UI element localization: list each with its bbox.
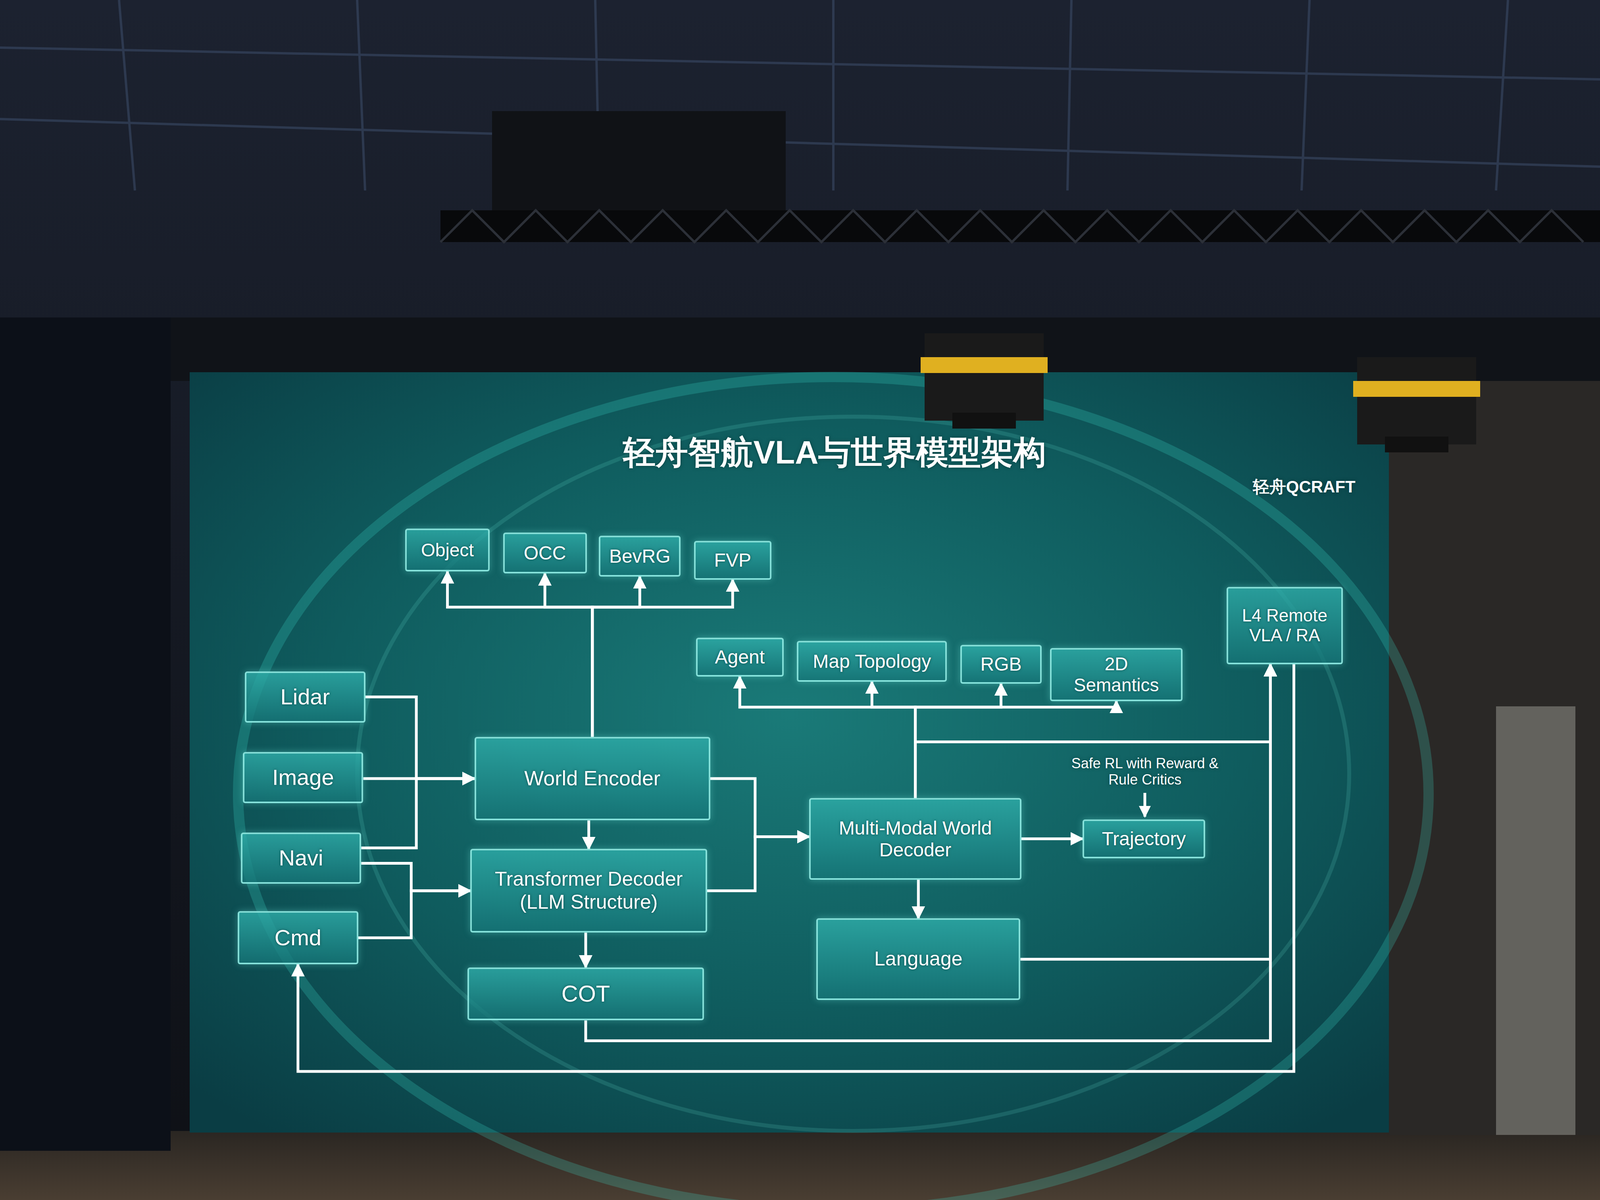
flow-arrow [917,879,920,919]
flow-arrow [592,576,641,737]
door [1496,706,1576,1135]
flow-arrow [298,664,1295,1072]
node-label: BevRG [609,545,671,568]
process-box: COT [467,967,705,1021]
node-label: Agent [715,646,765,668]
flow-arrow [915,701,1117,799]
stage-floor [0,1130,1600,1200]
output-box: Language [816,918,1021,1000]
input-box: Image [242,751,364,804]
flow-arrow [447,571,593,737]
output-box: OCC [503,532,587,574]
flow-arrow [710,778,810,837]
stage-light [920,333,1048,429]
output-box: Agent [696,637,784,677]
output-box: L4 Remote VLA / RA [1226,586,1343,665]
flow-arrow [365,696,475,779]
flow-arrow [358,890,471,938]
node-label: Language [874,947,963,971]
flow-arrow [584,932,587,968]
node-label: FVP [714,549,752,572]
node-label: Lidar [280,684,331,710]
process-box: Transformer Decoder (LLM Structure) [470,848,708,933]
node-label: Navi [278,845,324,871]
ceiling-grid [0,0,1600,191]
flow-arrow [1020,664,1271,960]
flow-arrow [739,676,916,799]
flow-arrow [871,681,916,799]
output-box: Object [405,528,490,572]
node-label: Trajectory [1101,827,1187,850]
node-label: COT [561,980,610,1008]
right-wall [1388,380,1600,1135]
flow-arrow [587,820,591,849]
node-label: Object [421,539,474,561]
node-label: OCC [523,542,567,564]
flow-arrow [707,836,810,891]
logo: 轻舟QCRAFT [1216,477,1392,497]
node-label: Transformer Decoder (LLM Structure) [479,867,698,914]
flow-arrow [361,863,471,891]
truss [440,210,1600,243]
annotation: Safe RL with Reward & Rule Critics [1057,755,1233,789]
output-box: Trajectory [1082,819,1206,859]
node-label: Map Topology [812,650,931,673]
input-box: Lidar [244,671,366,723]
node-label: RGB [980,653,1022,675]
flow-arrow [361,778,475,849]
input-box: Cmd [237,911,358,965]
output-box: RGB [960,644,1043,684]
annotation-arrow [1143,792,1147,817]
screen-glow-ring [238,376,1429,1200]
flow-arrow [544,573,593,737]
node-label: Image [272,764,335,791]
slide-title: 轻舟智航VLA与世界模型架构 [358,433,1311,472]
node-label: Cmd [274,925,322,951]
node-label: L4 Remote VLA / RA [1236,605,1334,646]
screen-glow-ring [357,416,1350,1131]
node-label: 2D Semantics [1059,653,1174,696]
input-box: Navi [240,832,362,884]
output-box: BevRG [598,535,681,577]
flow-arrow [1021,837,1083,841]
output-box: 2D Semantics [1050,648,1183,702]
process-box: Multi-Modal World Decoder [809,798,1022,880]
node-label: Multi-Modal World Decoder [818,817,1012,861]
screen [189,372,1389,1133]
stage-light [1353,357,1481,453]
node-label: World Encoder [524,766,661,791]
output-box: Map Topology [796,640,947,682]
output-box: FVP [694,540,772,580]
process-box: World Encoder [474,736,711,821]
truss-lattice [440,210,1584,243]
left-curtain [0,317,171,1151]
